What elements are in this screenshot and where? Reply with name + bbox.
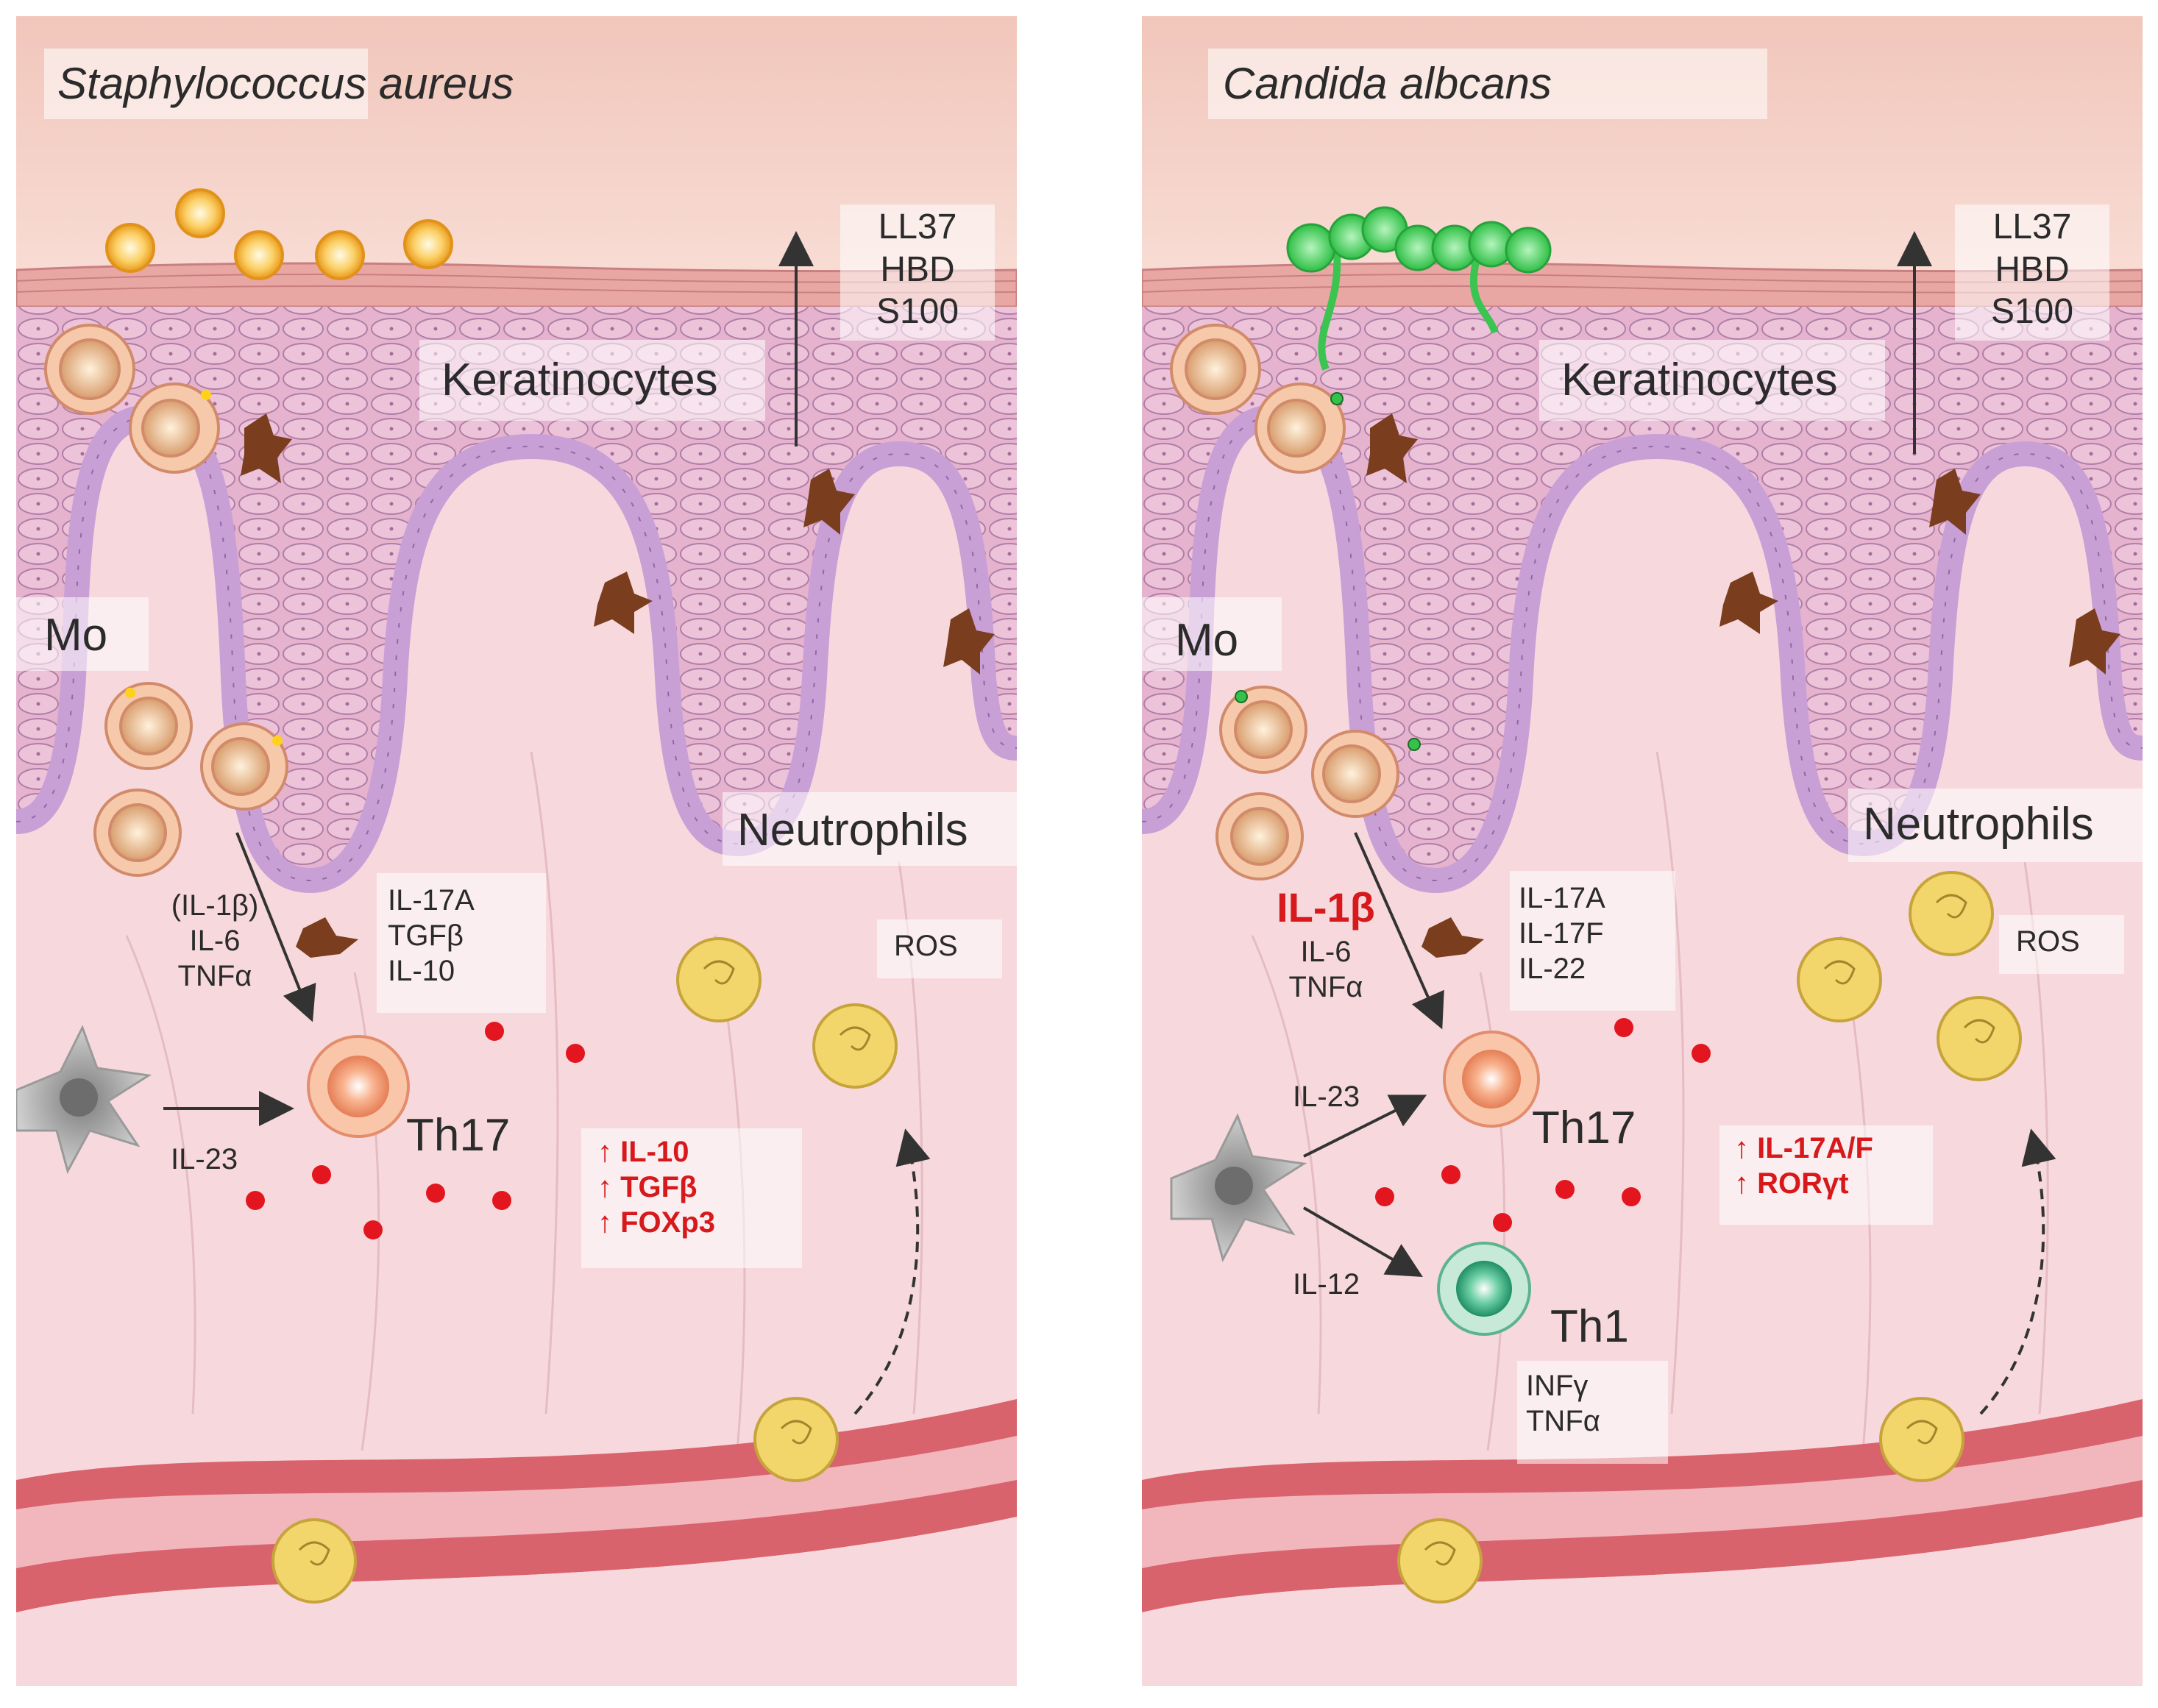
th17-cytokine-box <box>1510 871 1675 1011</box>
neutrophils-label: Neutrophils <box>737 805 968 855</box>
cytokine-dots <box>1375 1018 1711 1232</box>
title-box <box>44 49 368 119</box>
cytokine-dots <box>246 1022 585 1239</box>
neutrophils-cells <box>271 937 898 1604</box>
keratinocytes-label: Keratinocytes <box>1561 355 1838 405</box>
title-box <box>1208 49 1767 119</box>
keratinocytes-box <box>1539 340 1885 421</box>
dendritic-cell <box>16 1025 152 1174</box>
neutrophils-cells <box>1397 871 2022 1604</box>
keratinocytes-box <box>419 340 765 421</box>
peptide-box <box>1955 204 2109 341</box>
mo-label: Mo <box>1175 615 1239 666</box>
upregulated-box <box>581 1128 802 1268</box>
upregulated-markers: ↑ IL-10↑ TGFβ↑ FOXp3 <box>597 1136 716 1239</box>
panel-title: Staphylococcus aureus <box>57 59 514 108</box>
il12-label: IL-12 <box>1293 1268 1360 1300</box>
skin-scene-left <box>16 16 1017 1686</box>
ros-box <box>877 919 1002 978</box>
neutrophils-label: Neutrophils <box>1863 799 2094 850</box>
dendritic-cell <box>1170 1113 1307 1262</box>
ros-label: ROS <box>894 930 958 962</box>
mo-label: Mo <box>44 610 108 661</box>
upregulated-box <box>1719 1125 1933 1225</box>
upregulated-markers: ↑ IL-17A/F↑ RORγt <box>1734 1132 1873 1200</box>
il23-label: IL-23 <box>171 1143 238 1175</box>
th1-cytokine-box <box>1517 1361 1668 1464</box>
monocytes <box>44 324 288 877</box>
th17-label: Th17 <box>406 1110 511 1161</box>
th1-label: Th1 <box>1550 1301 1629 1352</box>
fungus-hyphae <box>1286 206 1552 371</box>
th17-cell <box>1443 1031 1540 1128</box>
bacteria-group <box>105 188 453 280</box>
panel-title: Candida albcans <box>1223 59 1552 108</box>
neutrophils-box <box>1848 789 2143 862</box>
melanocytes <box>241 413 995 958</box>
peptide-box <box>840 204 995 341</box>
neutrophils-box <box>723 792 1017 866</box>
mo-box <box>1142 597 1282 671</box>
melanocytes <box>1366 413 2120 958</box>
ros-box <box>1999 915 2124 974</box>
th17-cytokine-box <box>377 873 546 1013</box>
il23-label: IL-23 <box>1293 1081 1360 1113</box>
th17-cell <box>307 1035 410 1138</box>
il1b-label: IL-1β <box>1277 884 1375 930</box>
mo-box <box>16 597 149 671</box>
th1-cell <box>1437 1242 1531 1336</box>
th17-label: Th17 <box>1532 1103 1636 1153</box>
monocytes <box>1170 324 1399 880</box>
keratinocytes-label: Keratinocytes <box>441 355 718 405</box>
ros-label: ROS <box>2016 925 2080 958</box>
